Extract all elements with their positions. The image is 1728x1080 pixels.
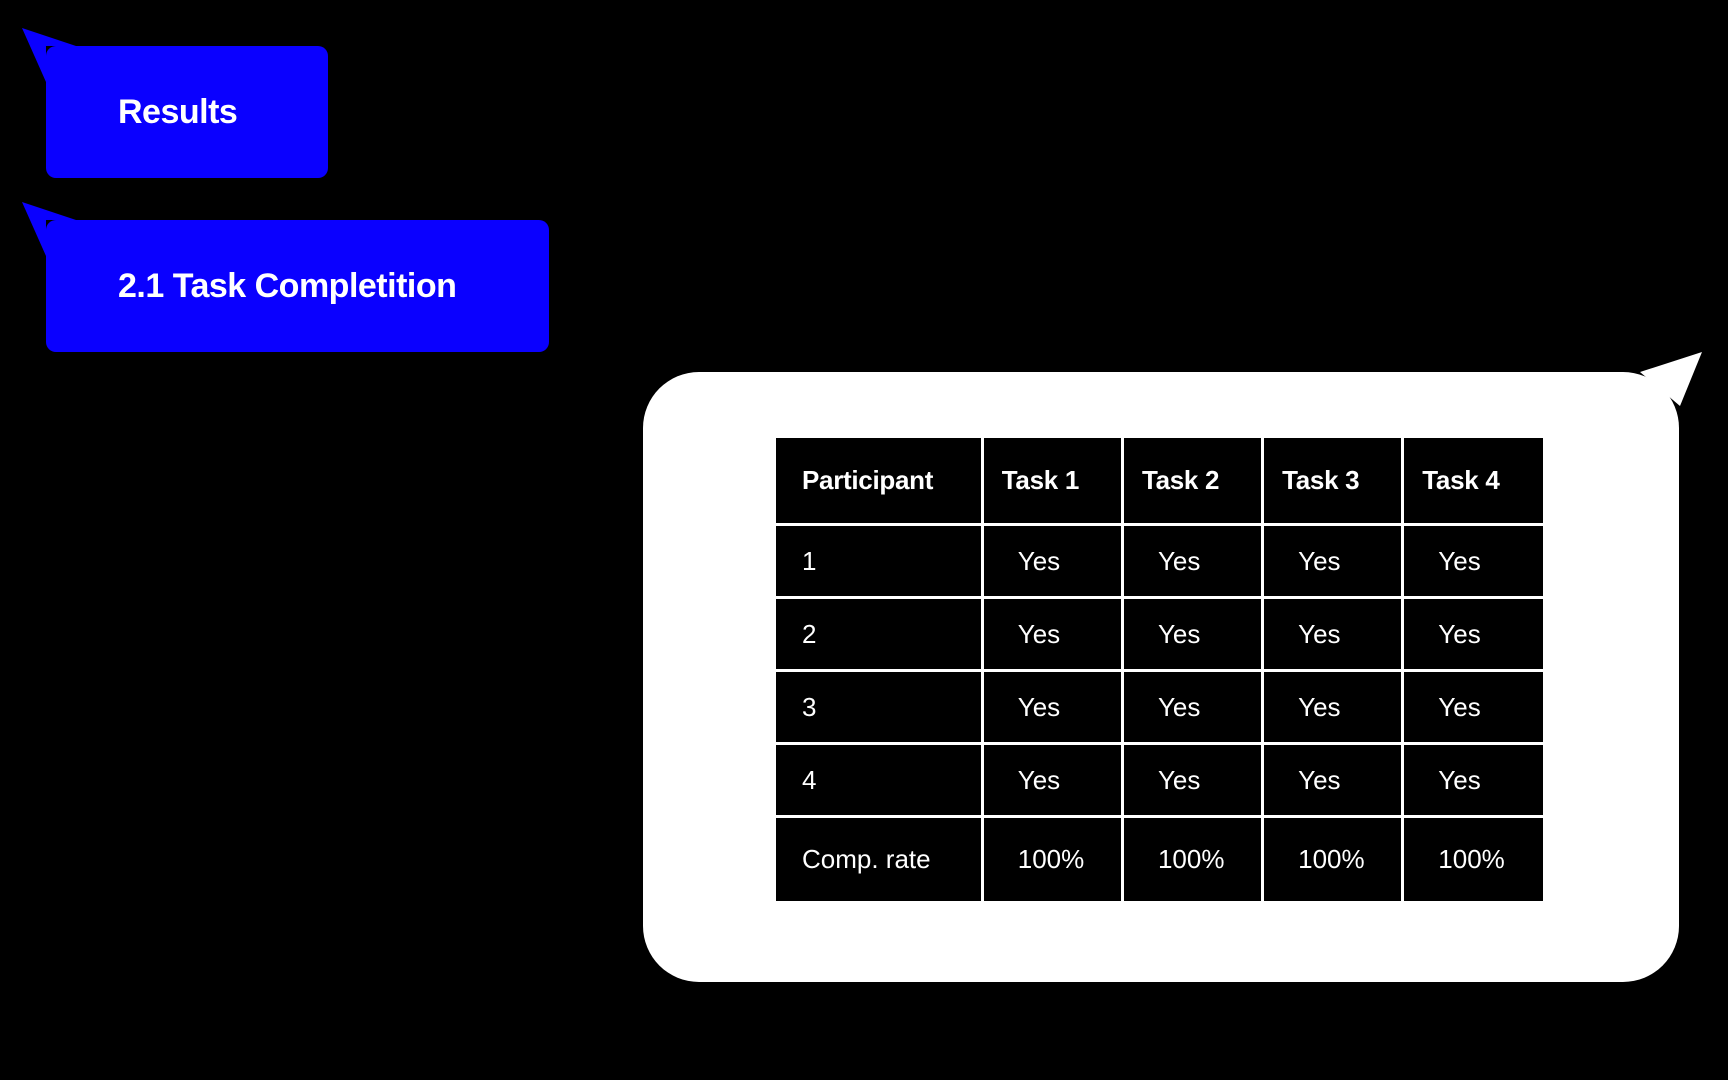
task-cell: Yes bbox=[1401, 596, 1543, 672]
section-title-label: 2.1 Task Completition bbox=[118, 266, 457, 305]
results-tag-label: Results bbox=[118, 92, 238, 131]
completion-rate-label: Comp. rate bbox=[776, 815, 984, 901]
completion-rate-cell: 100% bbox=[1120, 815, 1265, 901]
completion-rate-row: Comp. rate 100% 100% 100% 100% bbox=[776, 815, 1543, 901]
task-cell: Yes bbox=[1261, 596, 1405, 672]
task-cell: Yes bbox=[1401, 742, 1543, 818]
section-title-tag: 2.1 Task Completition bbox=[22, 202, 549, 352]
task-cell: Yes bbox=[1401, 669, 1543, 745]
participant-cell: 4 bbox=[776, 742, 984, 818]
table-row: 3 Yes Yes Yes Yes bbox=[776, 669, 1543, 745]
task-cell: Yes bbox=[1120, 669, 1265, 745]
participant-cell: 1 bbox=[776, 523, 984, 599]
task-cell: Yes bbox=[1120, 742, 1265, 818]
task-cell: Yes bbox=[1261, 742, 1405, 818]
header-task-1: Task 1 bbox=[980, 438, 1124, 526]
task-cell: Yes bbox=[980, 742, 1124, 818]
header-task-4: Task 4 bbox=[1401, 438, 1543, 526]
task-cell: Yes bbox=[980, 523, 1124, 599]
task-cell: Yes bbox=[1401, 523, 1543, 599]
table-header-row: Participant Task 1 Task 2 Task 3 Task 4 bbox=[776, 438, 1543, 526]
header-task-3: Task 3 bbox=[1261, 438, 1405, 526]
header-participant: Participant bbox=[776, 438, 984, 526]
task-cell: Yes bbox=[980, 669, 1124, 745]
completion-rate-cell: 100% bbox=[980, 815, 1124, 901]
completion-rate-cell: 100% bbox=[1261, 815, 1405, 901]
table-row: 2 Yes Yes Yes Yes bbox=[776, 596, 1543, 672]
table-row: 4 Yes Yes Yes Yes bbox=[776, 742, 1543, 818]
task-cell: Yes bbox=[1120, 596, 1265, 672]
table-row: 1 Yes Yes Yes Yes bbox=[776, 523, 1543, 599]
task-cell: Yes bbox=[980, 596, 1124, 672]
task-cell: Yes bbox=[1120, 523, 1265, 599]
task-completion-table: Participant Task 1 Task 2 Task 3 Task 4 … bbox=[776, 438, 1543, 901]
task-cell: Yes bbox=[1261, 669, 1405, 745]
task-cell: Yes bbox=[1261, 523, 1405, 599]
completion-rate-cell: 100% bbox=[1401, 815, 1543, 901]
participant-cell: 3 bbox=[776, 669, 984, 745]
results-tag: Results bbox=[22, 28, 328, 178]
header-task-2: Task 2 bbox=[1120, 438, 1265, 526]
participant-cell: 2 bbox=[776, 596, 984, 672]
